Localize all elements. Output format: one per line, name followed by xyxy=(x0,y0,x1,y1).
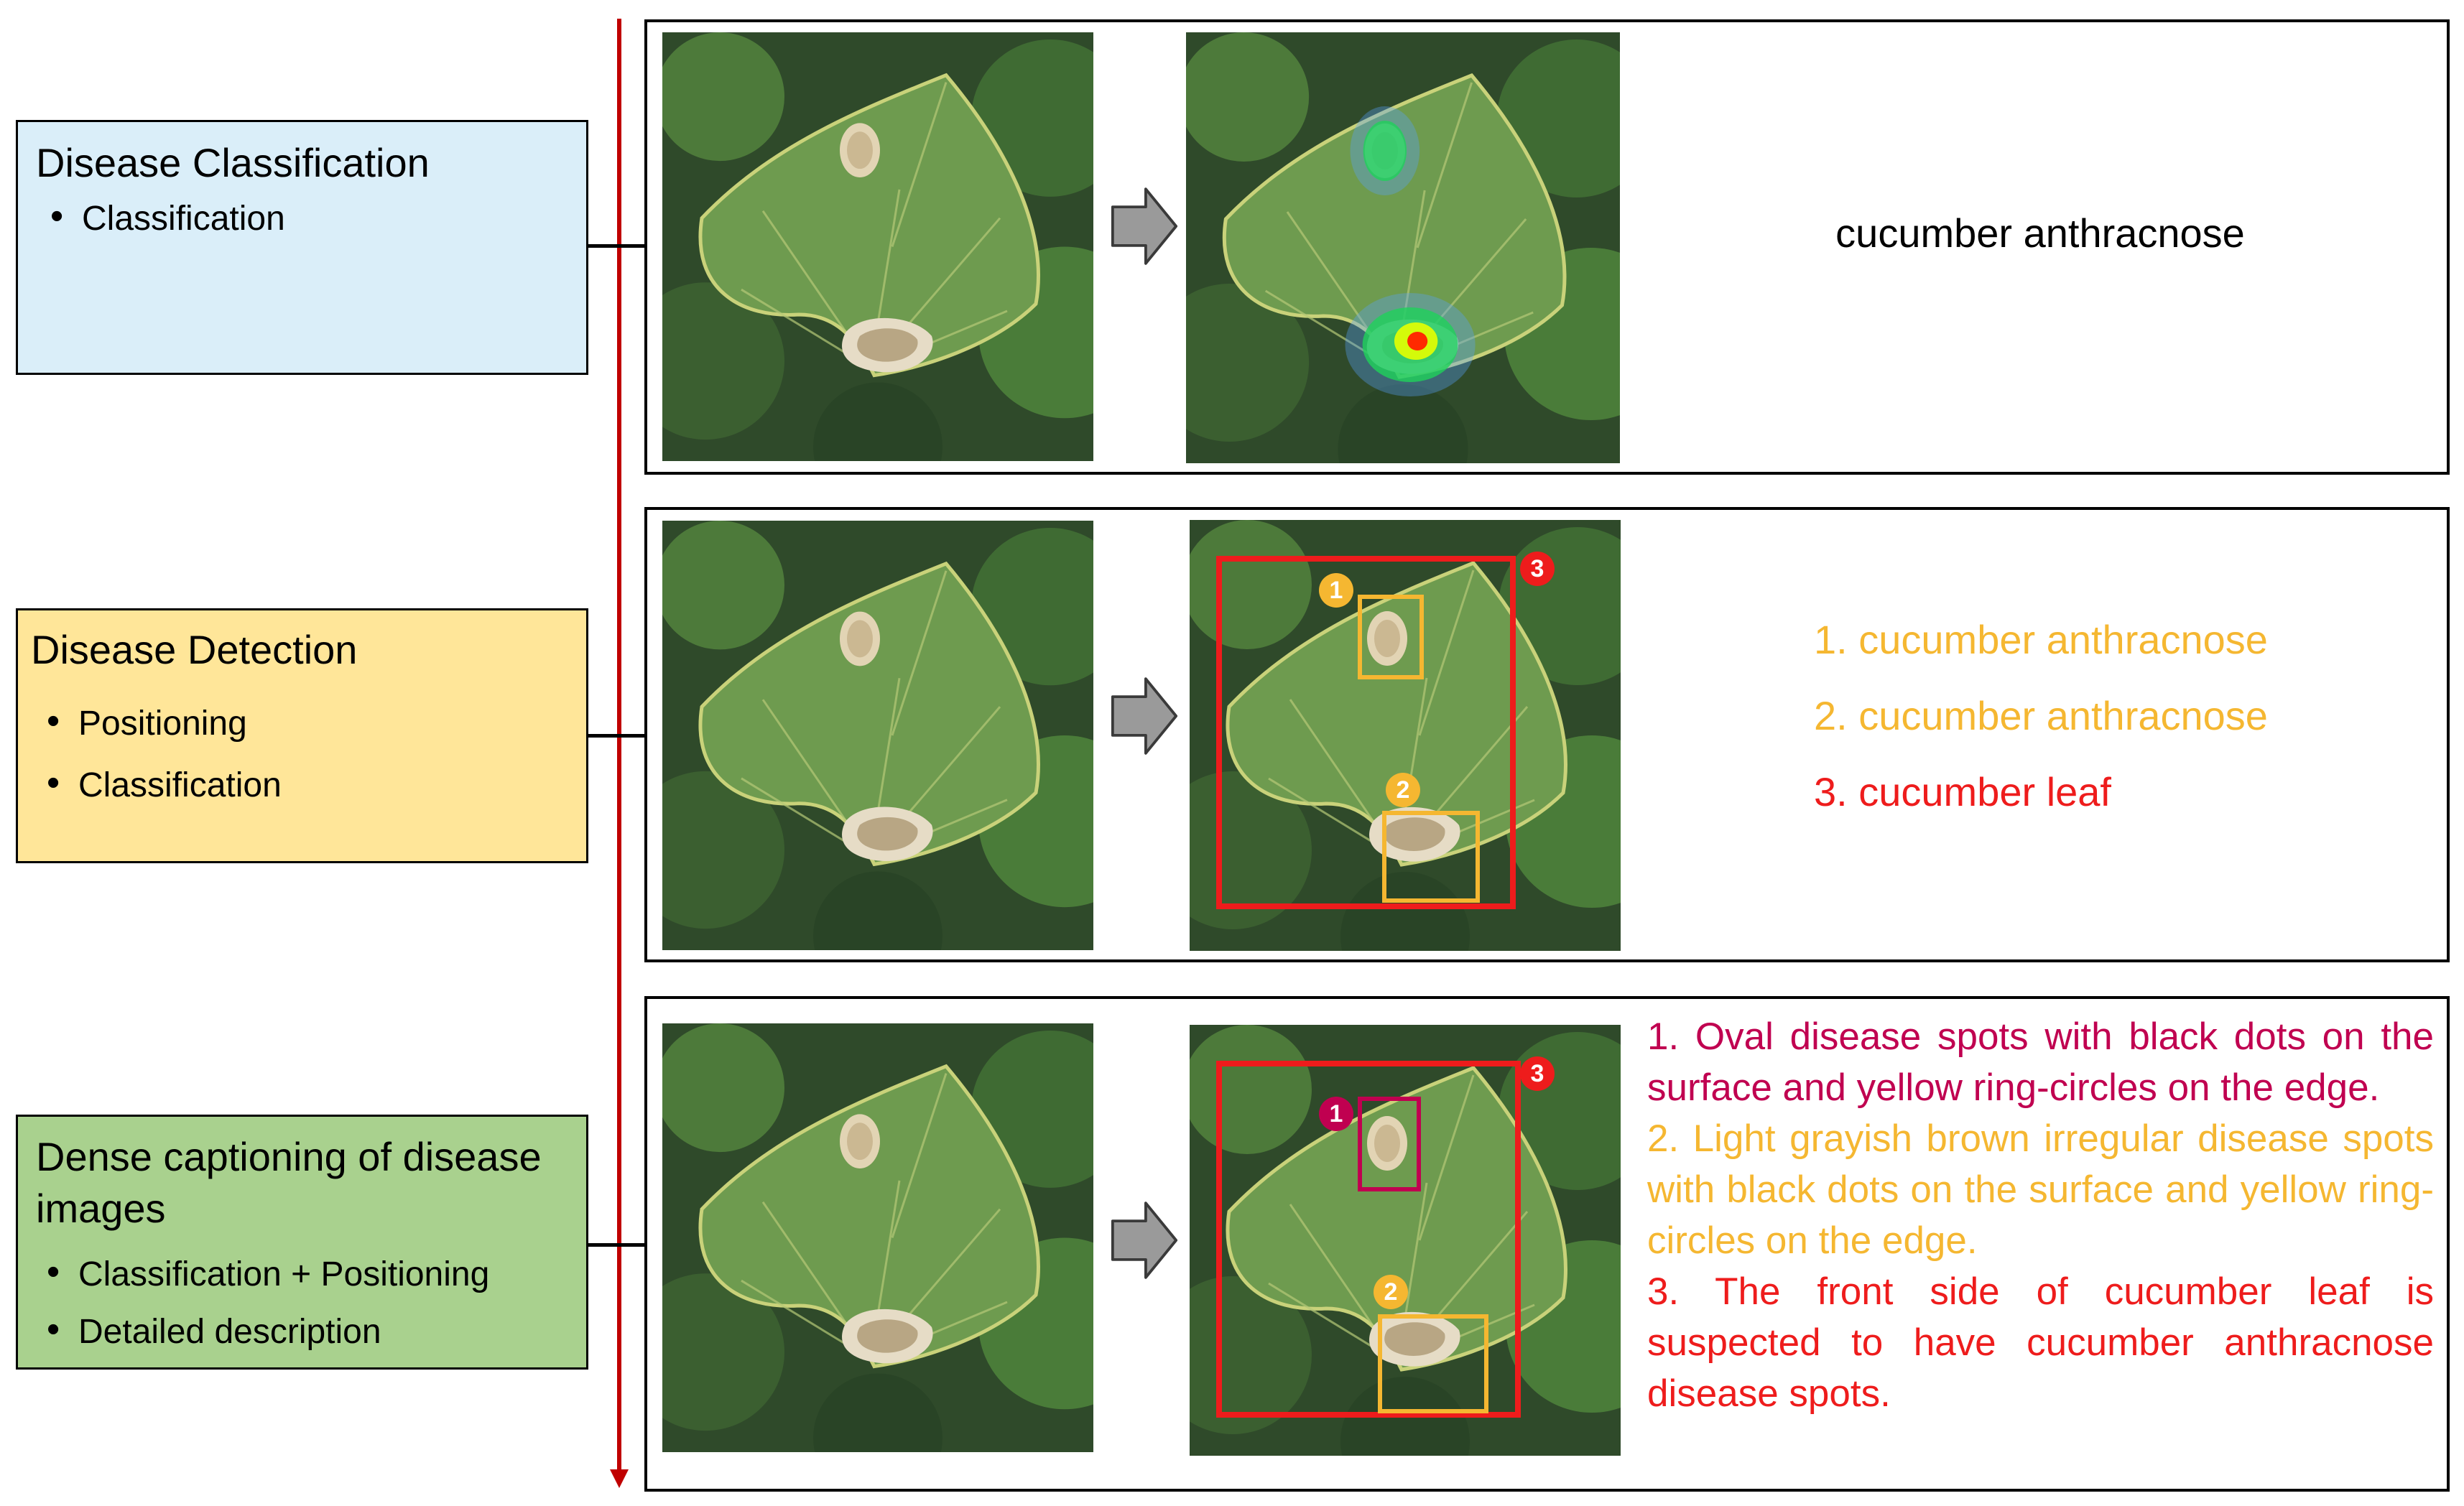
captioning-leaf-photo: 1 2 3 xyxy=(1190,1025,1621,1456)
caption-2: 2. Light grayish brown irregular disease… xyxy=(1647,1117,2434,1262)
leaf-photo xyxy=(662,521,1093,950)
bbox-spot-1 xyxy=(1358,1097,1421,1191)
leaf-photo xyxy=(662,1023,1093,1452)
task-bullet: Detailed description xyxy=(47,1301,489,1361)
task-bullet: Positioning xyxy=(47,690,282,755)
task-bullet: Classification + Positioning xyxy=(47,1243,489,1303)
caption-texts: 1. Oval disease spots with black dots on… xyxy=(1647,1011,2434,1419)
task-bullets: Classification + Positioning Detailed de… xyxy=(47,1243,489,1361)
task-bullets: Classification xyxy=(50,195,285,241)
timeline-arrow-head xyxy=(610,1469,629,1488)
bbox-spot-2 xyxy=(1382,811,1480,903)
task-box-classification: Disease Classification Classification xyxy=(16,120,588,375)
task-bullet: Classification xyxy=(47,752,282,817)
detection-result-1: 1. cucumber anthracnose xyxy=(1814,617,2268,662)
heatmap-leaf-photo xyxy=(1186,32,1620,463)
badge-3: 3 xyxy=(1520,552,1555,586)
leaf-photo xyxy=(662,32,1093,461)
detection-leaf-photo: 1 2 3 xyxy=(1190,520,1621,951)
connector-captioning xyxy=(588,1243,646,1247)
task-box-captioning: Dense captioning of disease images Class… xyxy=(16,1115,588,1370)
task-bullets: Positioning Classification xyxy=(47,690,282,817)
badge-1: 1 xyxy=(1319,1097,1353,1131)
right-arrow-icon xyxy=(1110,673,1179,759)
task-bullet: Classification xyxy=(50,195,285,241)
detection-result-3: 3. cucumber leaf xyxy=(1814,769,2111,814)
badge-2: 2 xyxy=(1386,773,1420,807)
connector-classification xyxy=(588,244,646,248)
bbox-leaf xyxy=(1216,556,1516,909)
task-title: Disease Detection xyxy=(31,627,358,672)
panel-detection xyxy=(644,507,2450,962)
badge-2: 2 xyxy=(1374,1275,1408,1309)
task-title: Disease Classification xyxy=(36,140,430,185)
detection-result-2: 2. cucumber anthracnose xyxy=(1814,693,2268,738)
task-title: Dense captioning of disease images xyxy=(36,1134,542,1231)
badge-3: 3 xyxy=(1520,1056,1555,1091)
connector-detection xyxy=(588,734,646,738)
caption-1: 1. Oval disease spots with black dots on… xyxy=(1647,1015,2434,1109)
bbox-spot-2 xyxy=(1378,1314,1488,1413)
right-arrow-icon xyxy=(1110,1197,1179,1283)
caption-3: 3. The front side of cucumber leaf is su… xyxy=(1647,1270,2434,1415)
classification-result: cucumber anthracnose xyxy=(1835,210,2245,256)
timeline-arrow-line xyxy=(617,19,621,1472)
panel-captioning xyxy=(644,996,2450,1492)
detection-results: 1. cucumber anthracnose 2. cucumber anth… xyxy=(1814,602,2432,830)
panel-classification xyxy=(644,19,2450,475)
right-arrow-icon xyxy=(1110,183,1179,269)
badge-1: 1 xyxy=(1319,573,1353,608)
bbox-spot-1 xyxy=(1358,595,1424,679)
task-box-detection: Disease Detection Positioning Classifica… xyxy=(16,608,588,863)
bbox-leaf xyxy=(1216,1061,1521,1418)
